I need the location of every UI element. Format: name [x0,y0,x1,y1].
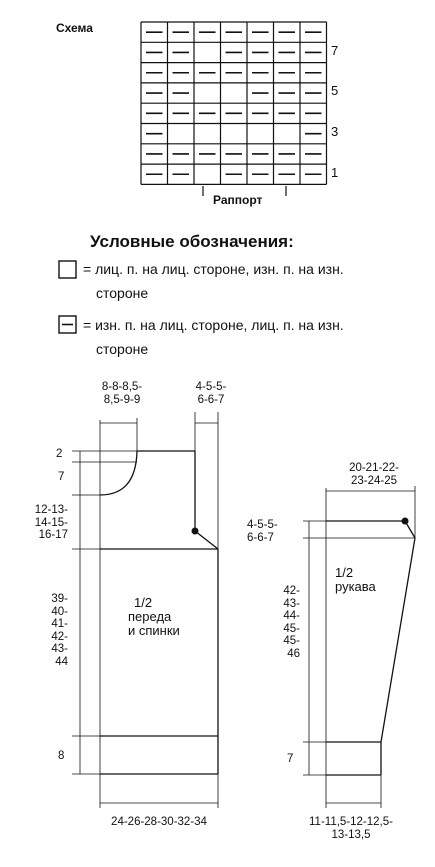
sleeve-length-dim: 42- 43- 44- 45- 45- 46 [283,585,300,660]
body-neck-width-dim: 8-8-8,5- 8,5-9-9 [101,381,143,406]
body-armhole-depth-dim: 12-13- 14-15- 16-17 [34,504,68,541]
body-length-dim: 39- 40- 41- 42- 43- 44 [51,593,68,668]
repeat-label: Раппорт [213,193,263,207]
row-label-7: 7 [331,43,339,58]
legend-title: Условные обозначения: [90,232,294,251]
legend-item-2-line1: = изн. п. на лиц. стороне, лиц. п. на из… [83,317,344,333]
sleeve-pattern-label: 1/2 рукава [335,565,376,594]
sleeve-pattern-outline [326,520,416,776]
body-armhole-marker [191,527,199,535]
repeat-bracket [202,186,287,196]
legend-item-2-line2: стороне [96,341,149,357]
body-pattern-label: 1/2 переда и спинки [128,595,180,638]
body-front-neck-depth-dim: 7 [58,471,65,483]
body-hem-dim: 8 [58,750,65,762]
sleeve-cuff-dim: 7 [287,753,294,765]
row-label-1: 1 [331,165,339,180]
stitch-chart-grid [140,21,328,185]
body-dimension-lines [72,412,219,808]
row-label-3: 3 [331,124,339,139]
legend-item-1-line1: = лиц. п. на лиц. стороне, изн. п. на из… [83,261,344,277]
legend-blank-symbol [58,260,77,279]
legend-item-1-line2: стороне [96,285,149,301]
body-shoulder-dim: 4-5-5- 6-6-7 [195,381,227,406]
body-pattern-outline [99,450,219,775]
sleeve-dimension-lines [303,486,416,808]
sleeve-bottom-width-dim: 11-11,5-12-12,5- 13-13,5 [309,816,393,841]
sleeve-cap-dim: 4-5-5- 6-6-7 [247,519,278,544]
legend-dash-symbol [58,315,77,334]
schema-title: Схема [56,21,93,35]
body-back-neck-depth-dim: 2 [56,448,63,460]
sleeve-cap-marker [401,517,409,525]
body-width-dim: 24-26-28-30-32-34 [111,816,207,828]
row-label-5: 5 [331,83,339,98]
sleeve-top-width-dim: 20-21-22- 23-24-25 [349,462,399,487]
